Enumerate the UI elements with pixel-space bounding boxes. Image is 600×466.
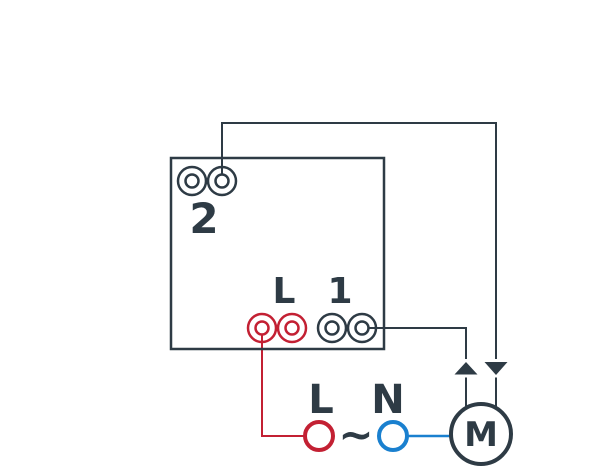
wire-terminal1-to-motor-up [362,327,467,359]
terminal-1-group: 1 [316,271,378,344]
device-box [169,156,386,351]
neutral-node [377,420,409,452]
supply-group: L N ~ [303,377,409,459]
terminal-2b-inner [214,173,230,189]
ac-symbol: ~ [338,410,373,459]
arrow-down-icon [484,362,508,375]
arrow-up-icon [454,362,478,375]
terminal-2-label: 2 [189,194,218,243]
terminal-2a-outer [176,165,208,197]
terminal-la-outer [246,312,278,344]
terminal-1a-inner [324,320,340,336]
terminal-l-label: L [273,271,296,312]
terminal-1-label: 1 [327,271,352,312]
terminal-2b-outer [206,165,238,197]
motor-circle [449,402,513,466]
terminal-1a-outer [316,312,348,344]
neutral-label: N [371,377,404,423]
terminal-2a-inner [184,173,200,189]
terminal-la-inner [254,320,270,336]
terminal-lb-outer [276,312,308,344]
terminal-1b-outer [346,312,378,344]
wire-live-to-terminal-l [261,328,305,437]
terminal-1b-inner [354,320,370,336]
terminal-l-group: L [246,271,308,344]
live-label: L [308,377,334,423]
terminal-2-group: 2 [176,165,238,243]
live-node [303,420,335,452]
motor-group: M [449,402,513,466]
terminal-lb-inner [284,320,300,336]
wire-terminal2-to-motor-down [221,122,497,359]
motor-label: M [464,415,498,455]
